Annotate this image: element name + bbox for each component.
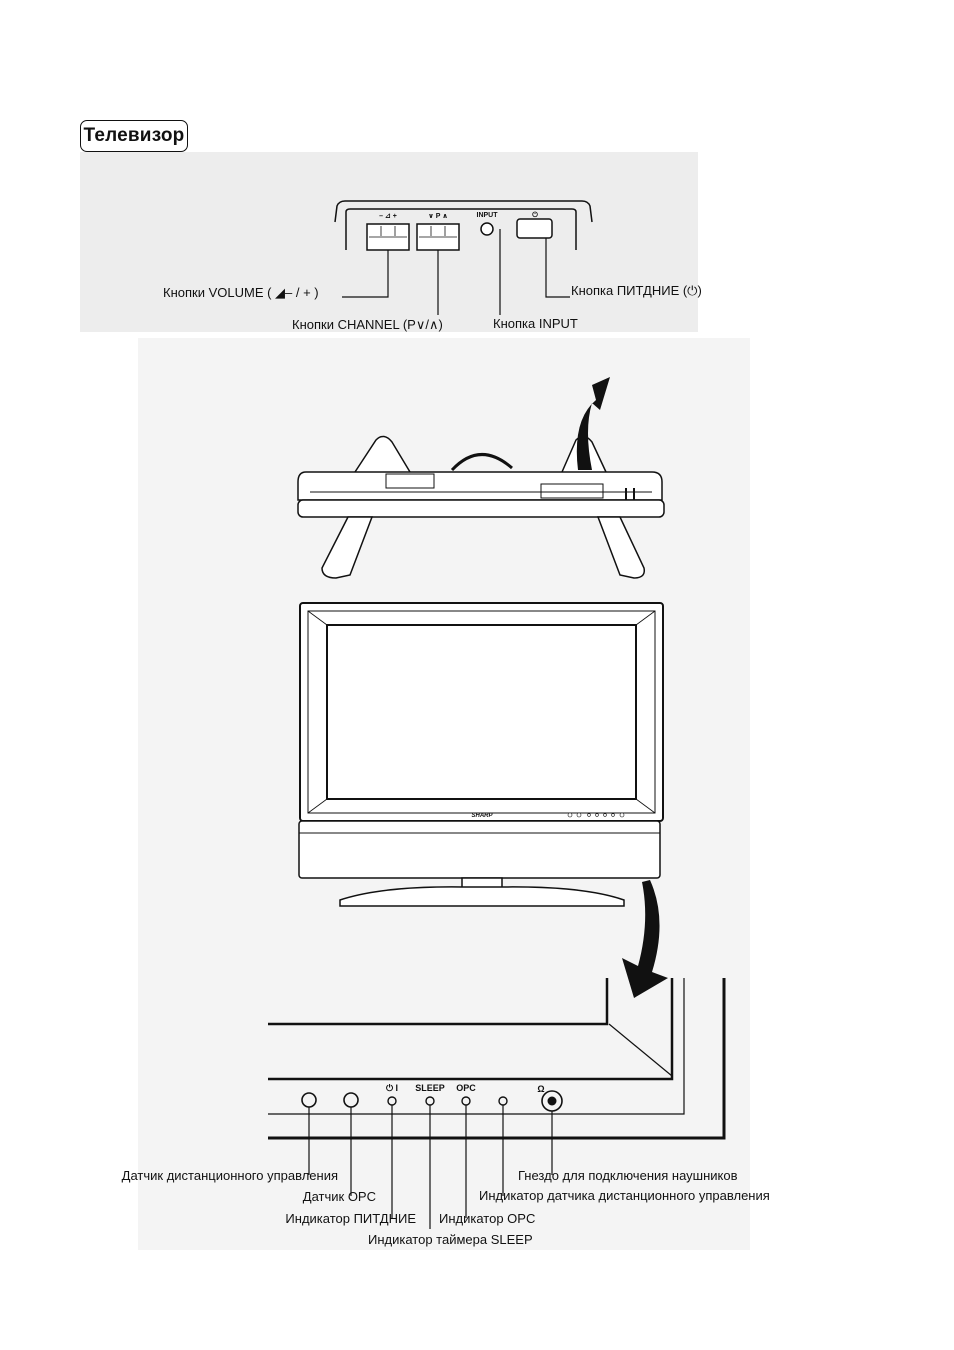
- top-leader-lines: [342, 229, 570, 315]
- tv-top-view: [297, 435, 665, 579]
- bottom-leader-lines: [308, 1105, 553, 1229]
- power-marking: ⏻: [532, 211, 538, 219]
- power-indicator-callout: Индикатор ПИТДНИЕ: [285, 1211, 416, 1226]
- input-button-icon: [480, 222, 494, 236]
- power-button-icon: [516, 218, 553, 239]
- volume-callout: Кнопки VOLUME ( ◢– / + ): [163, 285, 319, 300]
- headphone-jack-callout: Гнездо для подключения наушников: [518, 1168, 738, 1183]
- channel-callout: Кнопки CHANNEL (P∨/∧): [292, 317, 443, 332]
- opc-marking: OPC: [456, 1083, 476, 1093]
- opc-sensor-callout: Датчик OPC: [303, 1189, 376, 1204]
- page-title: Телевизор: [80, 120, 188, 152]
- power-indicator-marking: ⏻ I: [386, 1083, 398, 1093]
- channel-marking: ∨ P ∧: [428, 213, 448, 220]
- arrow-up-icon: [576, 377, 610, 470]
- arrow-down-icon: [622, 880, 668, 998]
- top-control-panel: [334, 200, 593, 251]
- remote-sensor-callout: Датчик дистанционного управления: [122, 1168, 338, 1183]
- tv-screen: [326, 624, 637, 800]
- sleep-indicator-callout: Индикатор таймера SLEEP: [368, 1232, 533, 1247]
- headphone-marking: Ω: [537, 1084, 544, 1094]
- input-marking: INPUT: [477, 212, 499, 219]
- input-callout: Кнопка INPUT: [493, 316, 578, 331]
- brand-logo: SHARP: [471, 813, 493, 819]
- opc-indicator-callout: Индикатор OPC: [439, 1211, 535, 1226]
- sleep-marking: SLEEP: [415, 1083, 445, 1093]
- remote-indicator-callout: Индикатор датчика дистанционного управле…: [479, 1188, 770, 1203]
- tv-front-view: [298, 602, 664, 907]
- power-callout: Кнопка ПИТДНИЕ (⏻): [571, 283, 702, 298]
- volume-marking: – ⊿ +: [379, 213, 397, 220]
